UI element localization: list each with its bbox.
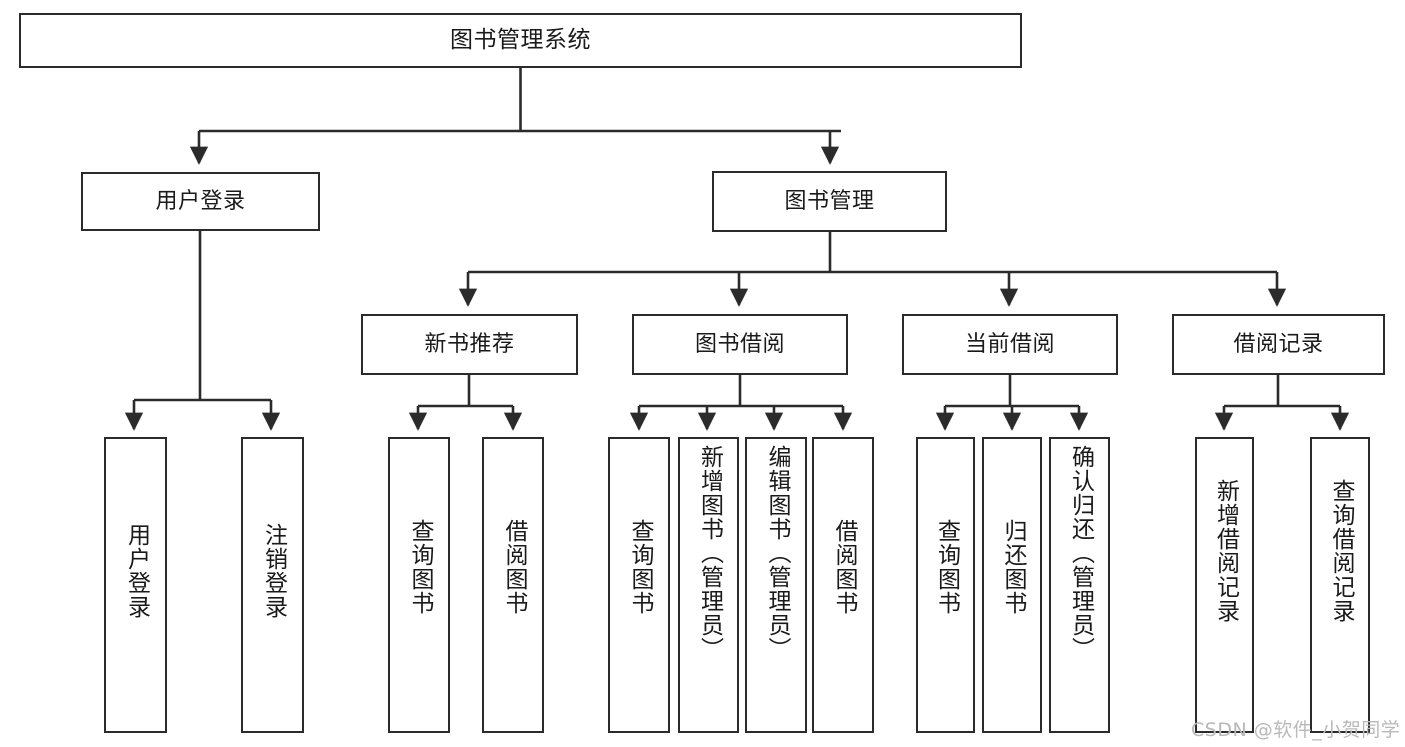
- node-label: 查询图书: [933, 519, 960, 615]
- leaf-borrow-record-query-record[interactable]: 查询借阅记录: [1310, 437, 1370, 733]
- node-label: 图书借阅: [694, 331, 785, 357]
- csdn-watermark: CSDN @软件_小贺同学: [1191, 719, 1401, 741]
- node-current-borrowing[interactable]: 当前借阅: [902, 314, 1118, 375]
- node-label: 用户登录: [155, 188, 246, 214]
- leaf-book-borrow-borrow-book[interactable]: 借阅图书: [812, 437, 874, 733]
- node-label: 新增借阅记录: [1212, 479, 1239, 623]
- node-book-management[interactable]: 图书管理: [712, 171, 947, 232]
- node-label: 用户登录: [123, 523, 150, 619]
- node-root-book-management-system[interactable]: 图书管理系统: [19, 13, 1022, 68]
- node-label: 新增图书（管理员）: [696, 445, 723, 661]
- leaf-current-borrow-confirm-return-admin[interactable]: 确认归还（管理员）: [1049, 437, 1110, 733]
- node-label: 注销登录: [260, 523, 287, 619]
- node-label: 编辑图书（管理员）: [763, 445, 790, 661]
- node-label: 归还图书: [999, 519, 1026, 615]
- node-new-book-recommendation[interactable]: 新书推荐: [361, 314, 578, 375]
- node-label: 图书管理: [784, 188, 875, 214]
- node-label: 查询图书: [626, 519, 653, 615]
- leaf-new-book-query-book[interactable]: 查询图书: [388, 437, 450, 733]
- leaf-user-login-login[interactable]: 用户登录: [104, 437, 167, 733]
- node-book-borrowing[interactable]: 图书借阅: [632, 314, 848, 375]
- node-label: 查询图书: [406, 519, 433, 615]
- leaf-book-borrow-query-book[interactable]: 查询图书: [608, 437, 670, 733]
- leaf-user-login-logout[interactable]: 注销登录: [241, 437, 304, 733]
- node-user-login[interactable]: 用户登录: [81, 172, 320, 231]
- node-label: 图书管理系统: [450, 26, 591, 53]
- leaf-current-borrow-query-book[interactable]: 查询图书: [916, 437, 975, 733]
- leaf-new-book-borrow-book[interactable]: 借阅图书: [482, 437, 544, 733]
- node-label: 查询借阅记录: [1327, 479, 1354, 623]
- node-label: 新书推荐: [424, 331, 515, 357]
- node-label: 借阅图书: [500, 519, 527, 615]
- node-borrowing-record[interactable]: 借阅记录: [1172, 314, 1385, 375]
- node-label: 借阅记录: [1233, 331, 1324, 357]
- leaf-book-borrow-add-book-admin[interactable]: 新增图书（管理员）: [678, 437, 739, 733]
- leaf-borrow-record-add-record[interactable]: 新增借阅记录: [1195, 437, 1254, 733]
- leaf-current-borrow-return-book[interactable]: 归还图书: [982, 437, 1042, 733]
- node-label: 借阅图书: [830, 519, 857, 615]
- leaf-book-borrow-edit-book-admin[interactable]: 编辑图书（管理员）: [745, 437, 807, 733]
- node-label: 当前借阅: [964, 331, 1055, 357]
- node-label: 确认归还（管理员）: [1067, 445, 1094, 661]
